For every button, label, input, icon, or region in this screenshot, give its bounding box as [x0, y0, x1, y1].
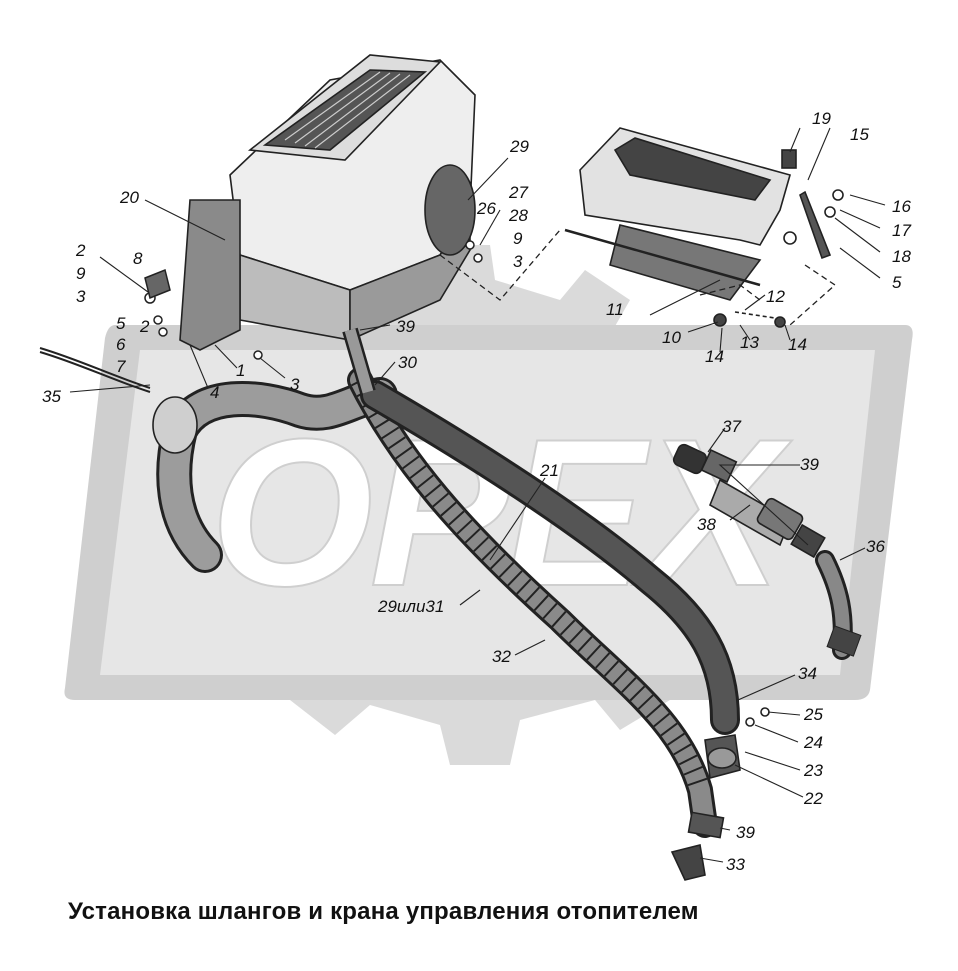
label-4: 4 [210, 383, 219, 402]
control-lever [713, 149, 844, 328]
label-16: 16 [892, 197, 911, 216]
label-36: 36 [866, 537, 885, 556]
label-6: 6 [116, 335, 126, 354]
label-28: 28 [508, 206, 528, 225]
label-21: 21 [539, 461, 559, 480]
heater-unit [179, 54, 476, 351]
label-29or31: 29или31 [377, 597, 444, 616]
label-23: 23 [803, 761, 823, 780]
label-38: 38 [697, 515, 716, 534]
leader-lines [69, 127, 886, 863]
label-33: 33 [726, 855, 745, 874]
cable-35 [39, 347, 151, 393]
label-24: 24 [803, 733, 823, 752]
label-19: 19 [812, 109, 831, 128]
label-34: 34 [798, 664, 817, 683]
label-32: 32 [492, 647, 511, 666]
label-27: 27 [508, 183, 528, 202]
diagram-caption: Установка шлангов и крана управления ото… [68, 898, 699, 925]
label-13: 13 [740, 333, 759, 352]
label-17: 17 [892, 221, 911, 240]
label-29: 29 [509, 137, 529, 156]
hose-36 [815, 550, 862, 660]
hose-32-spiral [347, 367, 718, 838]
callout-labels: 1 2 2 3 3 3 4 5 5 6 7 8 9 9 10 11 12 13 … [42, 109, 911, 874]
label-8: 8 [133, 249, 143, 268]
label-25: 25 [803, 705, 823, 724]
hose-left-loop [152, 377, 398, 573]
label-9a: 9 [76, 264, 86, 283]
label-2b: 2 [139, 317, 150, 336]
label-26: 26 [476, 199, 496, 218]
label-10: 10 [662, 328, 681, 347]
label-39b: 39 [800, 455, 819, 474]
label-5b: 5 [892, 273, 902, 292]
label-3b: 3 [290, 375, 300, 394]
label-22: 22 [803, 789, 823, 808]
label-5a: 5 [116, 314, 126, 333]
dashed-connectors [439, 229, 837, 326]
label-1: 1 [236, 361, 245, 380]
label-39c: 39 [736, 823, 755, 842]
watermark-text: OPEX [210, 395, 792, 630]
label-14b: 14 [788, 335, 807, 354]
label-35: 35 [42, 387, 61, 406]
heater-hardware [144, 240, 483, 360]
label-7: 7 [116, 357, 126, 376]
label-37: 37 [722, 417, 741, 436]
bottom-fittings [670, 707, 770, 881]
label-9b: 9 [513, 229, 523, 248]
label-30: 30 [398, 353, 417, 372]
hose-21 [360, 380, 740, 735]
cover-panel [564, 127, 791, 301]
label-15: 15 [850, 125, 869, 144]
label-39a: 39 [396, 317, 415, 336]
label-14a: 14 [705, 347, 724, 366]
label-11: 11 [606, 300, 624, 319]
label-3a: 3 [76, 287, 86, 306]
hose-30-top [342, 327, 376, 395]
label-3c: 3 [513, 252, 523, 271]
label-12: 12 [766, 287, 785, 306]
label-18: 18 [892, 247, 911, 266]
label-20: 20 [119, 188, 139, 207]
label-2a: 2 [75, 241, 86, 260]
